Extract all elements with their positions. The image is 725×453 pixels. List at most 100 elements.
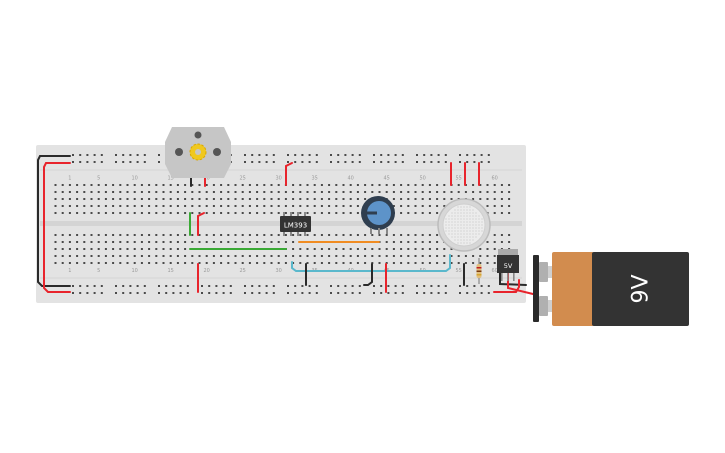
mesh-dot [478, 221, 480, 223]
breadboard-hole [351, 161, 354, 163]
breadboard-hole [76, 184, 79, 186]
mesh-dot [469, 221, 471, 223]
breadboard-hole [351, 292, 354, 294]
breadboard-hole [248, 205, 251, 207]
breadboard-hole [61, 241, 64, 243]
breadboard-hole [54, 184, 57, 186]
breadboard-hole [436, 234, 439, 236]
breadboard-hole [162, 191, 165, 193]
breadboard-hole [270, 212, 273, 214]
breadboard-hole [263, 212, 266, 214]
breadboard-hole [328, 255, 331, 257]
breadboard-hole [162, 241, 165, 243]
breadboard-hole [76, 191, 79, 193]
pot-pin [378, 228, 380, 234]
column-label: 5 [97, 176, 100, 182]
breadboard-hole [500, 212, 503, 214]
breadboard-hole [401, 154, 404, 156]
breadboard-hole [169, 255, 172, 257]
breadboard-hole [241, 191, 244, 193]
mesh-dot [466, 230, 468, 232]
wire-black-rail-loop [37, 155, 71, 287]
mesh-dot [472, 218, 474, 220]
breadboard-hole [129, 154, 132, 156]
breadboard-hole [54, 198, 57, 200]
breadboard-hole [349, 234, 352, 236]
breadboard-hole [112, 255, 115, 257]
breadboard-hole [155, 248, 158, 250]
breadboard-hole [220, 198, 223, 200]
breadboard-hole [112, 248, 115, 250]
breadboard-hole [97, 255, 100, 257]
breadboard-hole [301, 161, 304, 163]
breadboard-hole [263, 184, 266, 186]
breadboard-hole [392, 184, 395, 186]
mesh-dot [454, 215, 456, 217]
breadboard-hole [421, 198, 424, 200]
breadboard-hole [97, 184, 100, 186]
mesh-dot [481, 221, 483, 223]
breadboard-hole [320, 212, 323, 214]
breadboard-hole [198, 184, 201, 186]
gas-sensor[interactable] [437, 198, 491, 252]
mesh-dot [481, 227, 483, 229]
resistor[interactable] [476, 258, 482, 284]
breadboard-hole [342, 198, 345, 200]
breadboard-hole [126, 191, 129, 193]
breadboard-hole [487, 292, 490, 294]
breadboard-hole [330, 285, 332, 287]
mesh-dot [463, 221, 465, 223]
breadboard-hole [112, 184, 115, 186]
breadboard-hole [335, 191, 338, 193]
mesh-dot [475, 224, 477, 226]
dc-motor[interactable] [165, 127, 231, 178]
breadboard-hole [486, 248, 489, 250]
breadboard-hole [215, 292, 218, 294]
breadboard-hole [263, 255, 266, 257]
mesh-dot [466, 224, 468, 226]
column-label: 60 [492, 176, 498, 182]
battery-9v[interactable]: 9V [533, 252, 689, 326]
breadboard-hole [500, 241, 503, 243]
pot-knob[interactable] [367, 201, 391, 225]
breadboard-hole [158, 285, 160, 287]
breadboard-hole [385, 184, 388, 186]
motor-mount-hole-left [175, 148, 183, 156]
breadboard-hole [407, 248, 410, 250]
lm393-chip[interactable]: LM393 [280, 212, 311, 236]
mesh-dot [460, 233, 462, 235]
breadboard-hole [414, 205, 417, 207]
breadboard-hole [129, 292, 132, 294]
breadboard-hole [436, 248, 439, 250]
breadboard-hole [349, 184, 352, 186]
breadboard-hole [265, 161, 268, 163]
breadboard-hole [364, 234, 367, 236]
breadboard-hole [97, 191, 100, 193]
breadboard-hole [284, 234, 287, 236]
voltage-regulator[interactable]: 5V [497, 249, 519, 281]
mesh-dot [466, 242, 468, 244]
potentiometer[interactable] [361, 196, 395, 234]
breadboard-hole [198, 255, 201, 257]
breadboard-hole [140, 248, 143, 250]
breadboard-hole [335, 212, 338, 214]
breadboard-hole [72, 161, 74, 163]
mesh-dot [469, 236, 471, 238]
breadboard-hole [122, 285, 125, 287]
breadboard-hole [344, 292, 347, 294]
breadboard-hole [407, 205, 410, 207]
breadboard-hole [480, 285, 483, 287]
breadboard-hole [430, 292, 433, 294]
breadboard-hole [284, 262, 287, 264]
breadboard-hole [313, 205, 316, 207]
mesh-dot [478, 233, 480, 235]
breadboard-hole [430, 161, 433, 163]
breadboard-hole [227, 262, 230, 264]
breadboard-hole [90, 248, 93, 250]
breadboard-hole [68, 248, 71, 250]
breadboard-hole [176, 234, 179, 236]
breadboard-hole [148, 248, 151, 250]
battery-terminal-bottom [539, 296, 548, 316]
resistor-band [476, 267, 482, 269]
